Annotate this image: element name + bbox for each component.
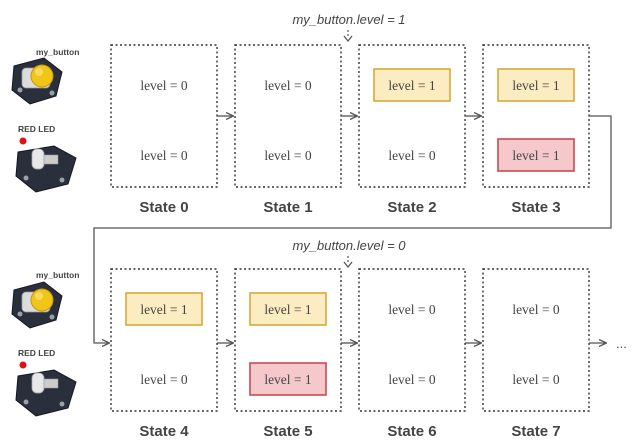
led-level-highlight	[249, 362, 327, 396]
led-level-text: level = 0	[388, 148, 436, 163]
button-level-text: level = 1	[140, 302, 187, 317]
state-label: State 2	[387, 199, 436, 216]
state-label: State 1	[263, 199, 312, 216]
led-level-text: level = 0	[140, 148, 188, 163]
button-module-label: my_button	[36, 270, 79, 280]
transition-event-1: my_button.level = 1	[292, 12, 406, 43]
state-frame	[358, 268, 466, 412]
button-level-highlight	[373, 68, 451, 102]
button-level-highlight	[125, 292, 203, 326]
state-frame	[234, 44, 342, 188]
state-7: level = 0 level = 0 State 7	[482, 268, 590, 440]
button-module-icon: my_button	[11, 47, 79, 105]
state-label: State 0	[139, 199, 188, 216]
led-level-text: level = 0	[264, 148, 312, 163]
led-level-highlight	[497, 138, 575, 172]
event-label: my_button.level = 0	[292, 238, 406, 253]
led-module-label: RED LED	[18, 348, 55, 358]
event-label: my_button.level = 1	[292, 12, 405, 27]
led-module-icon: RED LED	[15, 124, 77, 193]
button-level-text: level = 0	[264, 78, 312, 93]
led-level-text: level = 0	[512, 372, 560, 387]
button-level-text: level = 1	[512, 78, 559, 93]
state-5: level = 1 level = 1 State 5	[234, 268, 342, 440]
state-frame	[110, 44, 218, 188]
button-level-text: level = 1	[264, 302, 311, 317]
button-module-label: my_button	[36, 47, 79, 57]
button-level-highlight	[497, 68, 575, 102]
led-level-text: level = 0	[388, 372, 436, 387]
continuation-ellipsis: ...	[616, 336, 627, 351]
state-label: State 3	[511, 199, 560, 216]
button-level-text: level = 1	[388, 78, 435, 93]
state-6: level = 0 level = 0 State 6	[358, 268, 466, 440]
button-module-icon: my_button	[11, 270, 79, 329]
led-level-text: level = 1	[512, 148, 559, 163]
led-level-text: level = 1	[264, 372, 311, 387]
state-label: State 6	[387, 423, 436, 440]
state-3: level = 1 level = 1 State 3	[482, 44, 590, 216]
led-module-label: RED LED	[18, 124, 55, 134]
button-level-highlight	[249, 292, 327, 326]
button-level-text: level = 0	[140, 78, 188, 93]
state-4: level = 1 level = 0 State 4	[110, 268, 218, 440]
state-0: level = 0 level = 0 State 0	[110, 44, 218, 216]
state-label: State 4	[139, 423, 189, 440]
state-1: level = 0 level = 0 State 1	[234, 44, 342, 216]
state-frame	[358, 44, 466, 188]
state-2: level = 1 level = 0 State 2	[358, 44, 466, 216]
state-label: State 5	[263, 423, 312, 440]
state-label: State 7	[511, 423, 560, 440]
button-level-text: level = 0	[388, 302, 436, 317]
transition-event-2: my_button.level = 0	[292, 238, 406, 269]
state-frame	[482, 268, 590, 412]
led-level-text: level = 0	[140, 372, 188, 387]
wrap-connector	[93, 115, 612, 343]
state-frame	[110, 268, 218, 412]
led-module-icon: RED LED	[15, 348, 77, 417]
button-level-text: level = 0	[512, 302, 560, 317]
